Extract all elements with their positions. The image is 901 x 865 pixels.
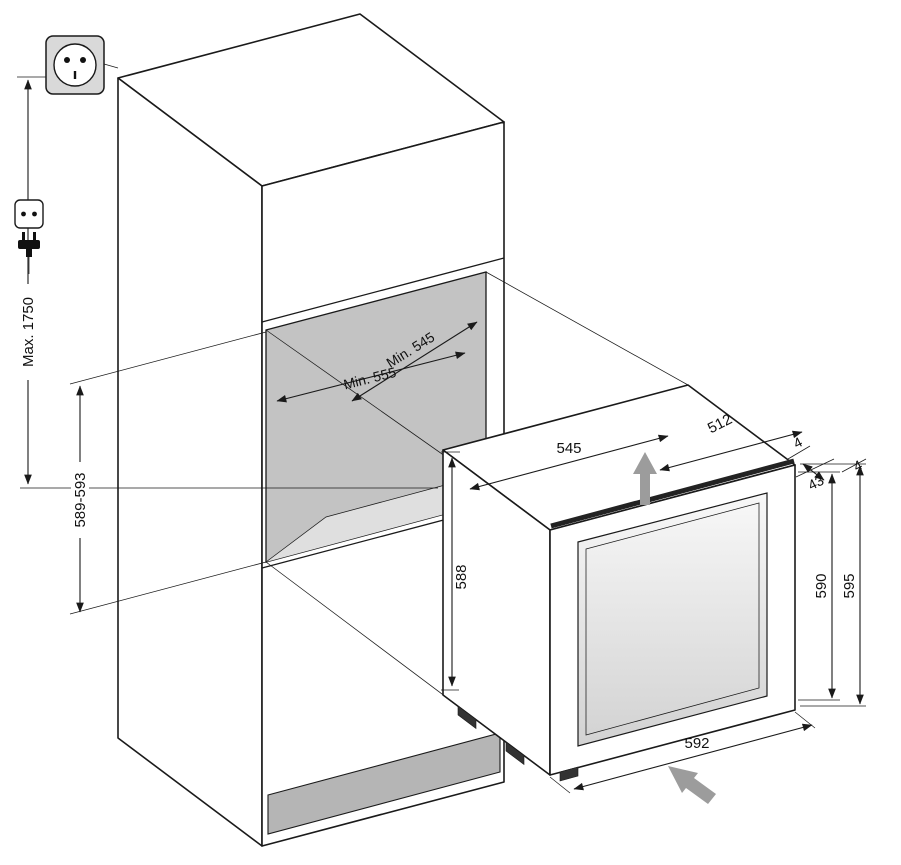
diagonal-arrow-icon	[668, 766, 716, 804]
height-595-label: 595	[841, 573, 858, 598]
mini-socket-hole	[32, 211, 37, 217]
socket-pin-hole	[80, 57, 86, 63]
plug-prong	[22, 232, 25, 240]
mini-socket-plate	[14, 199, 44, 229]
max-height-dimension: Max. 1750	[17, 76, 46, 485]
door-top-edge	[550, 458, 795, 529]
plinth	[267, 732, 501, 835]
height-590-label: 590	[813, 573, 830, 598]
cabinet-left-face	[117, 77, 263, 847]
niche-floor	[266, 474, 486, 562]
insertion-arrow-diagonal-icon	[668, 766, 716, 804]
extension-line	[794, 711, 816, 729]
extension-line	[69, 561, 267, 615]
insertion-arrow-up-icon	[633, 452, 657, 505]
niche-height-label: 589-593	[72, 472, 89, 527]
extension-line	[549, 776, 571, 794]
plug-icon	[14, 199, 44, 274]
cabinet-frame-line	[261, 257, 505, 323]
plug-prong	[33, 232, 36, 240]
body-height-label: 588	[453, 564, 470, 589]
label-mask	[19, 284, 38, 380]
door-width-dimension: 592	[549, 711, 816, 794]
socket-well	[53, 43, 97, 87]
dimension-line	[573, 723, 813, 791]
gap-rear-label: 4	[791, 434, 805, 452]
plug-stem	[26, 249, 32, 257]
height-595-dimension: 595	[800, 463, 866, 707]
height-590-dimension: 590	[798, 471, 840, 701]
dimension-line	[351, 321, 478, 402]
glass-panel	[577, 492, 768, 747]
wall-socket-icon	[45, 35, 119, 95]
top-width-label: 545	[556, 440, 581, 457]
top-width-dimension: 545	[469, 434, 669, 491]
socket-pin-hole	[64, 57, 70, 63]
extension-line	[787, 445, 811, 460]
label-mask	[71, 462, 89, 538]
door-width-label: 592	[684, 735, 709, 752]
appliance-foot	[457, 705, 477, 730]
gap-front-label: 4	[851, 457, 865, 475]
socket-wire	[103, 63, 119, 69]
door-thickness-label: 43	[805, 472, 826, 493]
up-arrow-icon	[633, 452, 657, 505]
door-edge-dimensions: 4 43 4	[787, 434, 867, 493]
glass-inner-frame	[585, 502, 760, 736]
extension-line	[69, 331, 267, 385]
max-height-label: Max. 1750	[20, 297, 37, 367]
niche-height-dimension: 589-593	[71, 385, 89, 613]
glass-door	[577, 492, 768, 747]
dimension-line	[469, 434, 669, 491]
projection-line	[485, 271, 689, 386]
dimension-line	[659, 430, 803, 472]
body-height-dimension: 588	[441, 451, 470, 691]
appliance	[442, 384, 796, 782]
mini-socket-hole	[21, 211, 26, 217]
cabinet	[117, 13, 505, 847]
appliance-foot	[505, 741, 525, 766]
plug-body	[18, 240, 40, 249]
extension-line	[841, 458, 867, 473]
reference-lines	[20, 331, 438, 615]
